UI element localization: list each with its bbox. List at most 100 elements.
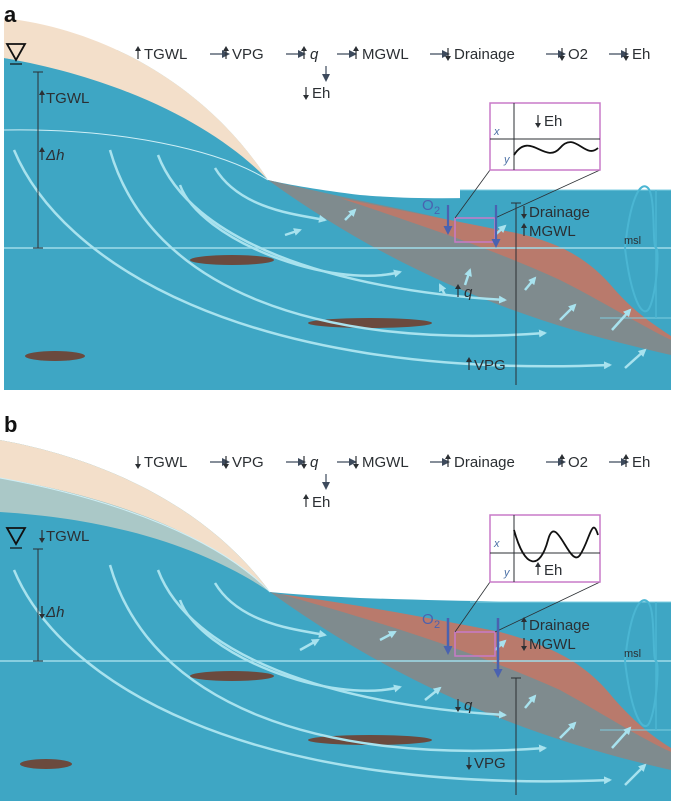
- groundwater-flow-arrows: [12, 149, 647, 370]
- direction-arrow-icon: [301, 456, 307, 469]
- flow-arrow: [156, 569, 507, 719]
- flow-arrow: [108, 564, 547, 753]
- direction-arrow-icon: [223, 46, 229, 59]
- direction-arrow-icon: [301, 46, 307, 59]
- panel-letter-b: b: [4, 412, 17, 437]
- direction-arrow-icon: [455, 284, 461, 297]
- inset-eh-label: Eh: [544, 562, 562, 579]
- direction-arrow-icon: [39, 606, 45, 619]
- height-bar-vpg: [511, 677, 521, 795]
- vpg-label: VPG: [474, 755, 506, 772]
- flow-arrow: [424, 686, 442, 701]
- o2-subscript: 2: [434, 619, 440, 631]
- direction-arrow-icon: [135, 46, 141, 59]
- inset-x-label: x: [493, 126, 500, 138]
- chain-item: Eh: [632, 454, 650, 471]
- panel-letter-a: a: [4, 2, 17, 27]
- o2-label: O: [422, 611, 434, 628]
- panel-b: [0, 440, 680, 801]
- clay-lens-1: [190, 255, 274, 265]
- flow-arrow: [213, 582, 327, 638]
- flow-arrow: [12, 149, 612, 370]
- direction-arrow-icon: [39, 530, 45, 543]
- height-bar-tgwl: [33, 71, 43, 249]
- tgwl-label: TGWL: [46, 90, 89, 107]
- chain-item: MGWL: [362, 454, 409, 471]
- flow-arrow: [494, 639, 507, 651]
- flow-arrow: [379, 630, 397, 642]
- direction-arrow-icon: [466, 757, 472, 770]
- direction-arrow-icon: [535, 115, 541, 128]
- msl-label: msl: [624, 235, 641, 247]
- flow-arrow: [524, 276, 537, 291]
- q-branch-label: Eh: [312, 494, 330, 511]
- chain-item: MGWL: [362, 46, 409, 63]
- water-table-triangle-icon: [5, 43, 27, 62]
- eh-curve: [513, 526, 599, 563]
- causal-chain-arrows-a: [210, 50, 629, 82]
- eh-curve: [513, 141, 599, 156]
- direction-arrow-icon: [445, 454, 451, 467]
- flow-arrow: [178, 599, 402, 693]
- clay-lens-2: [308, 318, 432, 328]
- direction-arrow-icon: [623, 454, 629, 467]
- inset-y-label: y: [503, 567, 511, 579]
- height-bar-tgwl: [33, 548, 43, 662]
- flow-arrow: [284, 228, 302, 237]
- flow-arrow: [299, 638, 320, 652]
- flow-arrow: [463, 268, 472, 286]
- flow-arrow: [438, 283, 447, 296]
- direction-arrow-icon: [445, 48, 451, 61]
- direction-arrow-icon: [455, 699, 461, 712]
- clay-lens-3: [25, 351, 85, 361]
- flow-arrow: [559, 721, 577, 739]
- o2-subscript: 2: [434, 205, 440, 217]
- delta-h-label: Δh: [45, 604, 64, 621]
- flow-arrow: [611, 308, 632, 331]
- vpg-label: VPG: [474, 357, 506, 374]
- direction-arrow-icon: [303, 494, 309, 507]
- delta-h-label: Δh: [45, 147, 64, 164]
- flow-arrow: [611, 726, 632, 749]
- chain-item: Drainage: [454, 46, 515, 63]
- direction-arrow-icon: [466, 357, 472, 370]
- direction-arrow-icon: [353, 456, 359, 469]
- flow-arrow: [624, 348, 647, 369]
- direction-arrow-icon: [353, 46, 359, 59]
- eh-inset-b: [489, 514, 601, 583]
- sand-wedge: [0, 440, 270, 592]
- chain-item: O2: [568, 454, 588, 471]
- direction-arrow-icon: [521, 223, 527, 236]
- flow-arrow: [559, 303, 577, 321]
- chain-item: q: [310, 46, 319, 63]
- chain-item: TGWL: [144, 454, 187, 471]
- direction-arrow-icon: [223, 456, 229, 469]
- chain-item: Drainage: [454, 454, 515, 471]
- sample-box: [454, 631, 496, 657]
- chain-item: q: [310, 454, 319, 471]
- chain-item: O2: [568, 46, 588, 63]
- direction-arrow-icon: [623, 48, 629, 61]
- chain-item: VPG: [232, 46, 264, 63]
- eh-inset-a: [489, 102, 601, 171]
- drainage-label: Drainage: [529, 204, 590, 221]
- causal-chain-arrows-b: [210, 458, 629, 490]
- chain-item: TGWL: [144, 46, 187, 63]
- sand-wedge: [4, 18, 268, 180]
- tgwl-label: TGWL: [46, 528, 89, 545]
- q-label: q: [464, 284, 473, 301]
- flow-arrow: [524, 694, 537, 709]
- flow-arrow: [156, 154, 507, 304]
- water-table-line: [0, 477, 271, 593]
- drainage-label: Drainage: [529, 617, 590, 634]
- height-bar-vpg: [511, 202, 521, 385]
- direction-arrow-icon: [39, 147, 45, 160]
- direction-arrow-icon: [521, 206, 527, 219]
- flow-arrow: [178, 184, 402, 278]
- chain-item: VPG: [232, 454, 264, 471]
- direction-arrow-icon: [521, 617, 527, 630]
- msl-label: msl: [624, 648, 641, 660]
- flow-arrow: [213, 167, 327, 223]
- direction-arrows: [39, 46, 629, 770]
- direction-arrow-icon: [559, 454, 565, 467]
